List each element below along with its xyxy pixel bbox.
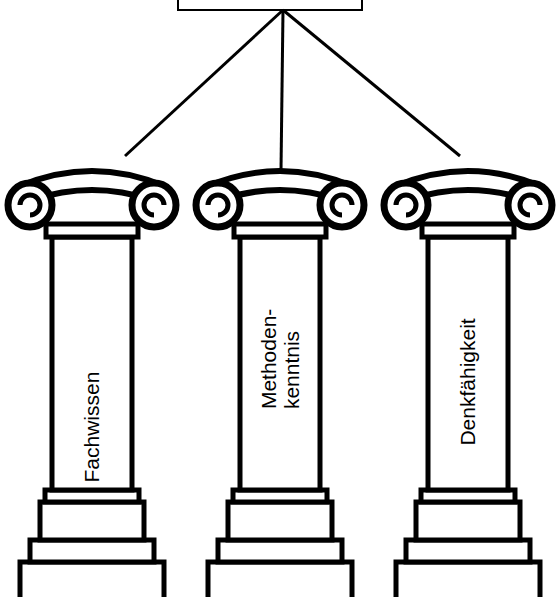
pillar-label: Fachwissen bbox=[80, 282, 103, 482]
support-line bbox=[283, 10, 460, 156]
pillar-node: Fachwissen bbox=[52, 237, 132, 490]
pillar-label: Denkfähigkeit bbox=[456, 245, 479, 445]
pillar bbox=[8, 171, 176, 597]
pillar-node: Methoden- kenntnis bbox=[240, 237, 320, 490]
roof-box bbox=[178, 0, 362, 10]
pillar bbox=[384, 171, 552, 597]
support-line bbox=[281, 10, 283, 170]
pillar bbox=[196, 171, 364, 597]
support-line bbox=[125, 10, 283, 156]
pillar-node: Denkfähigkeit bbox=[428, 237, 508, 490]
pillar-label: Methoden- kenntnis bbox=[257, 279, 303, 409]
